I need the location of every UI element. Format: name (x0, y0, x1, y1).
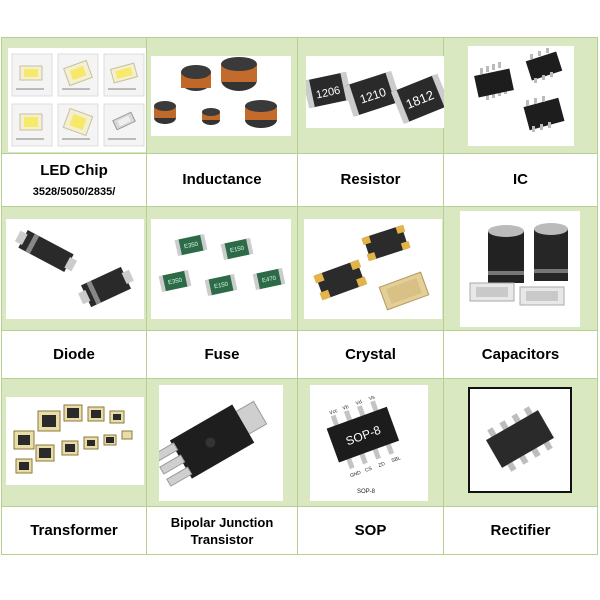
rectifier-label-cell: Rectifier (444, 507, 598, 555)
component-label: Fuse (204, 345, 240, 363)
led-chip-image-cell (2, 38, 147, 154)
component-label: Transformer (30, 521, 118, 539)
inductance-image-cell (147, 38, 298, 154)
rectifier-image-cell (444, 379, 598, 507)
sop-caption: SOP-8 (357, 489, 376, 495)
label-row: Diode Fuse Crystal Capacitors (2, 331, 598, 379)
pin-label: Vd (355, 399, 363, 407)
capacitor-icon (460, 211, 580, 327)
resistor-label-cell: Resistor (298, 154, 444, 207)
pin-label: ZD (378, 461, 387, 469)
led-chip-icon (8, 48, 146, 152)
led-chip-label-cell: LED Chip 3528/5050/2835/ (2, 154, 147, 207)
crystal-icon (304, 219, 442, 319)
fuse-marking: E150 (214, 281, 230, 290)
pin-label: Vb (342, 404, 350, 412)
inductor-icon (151, 56, 291, 136)
transformer-label-cell: Transformer (2, 507, 147, 555)
resistor-image-cell: 1206 1210 1812 (298, 38, 444, 154)
sop-label-cell: SOP (298, 507, 444, 555)
component-label: Rectifier (490, 521, 551, 539)
capacitors-image-cell (444, 207, 598, 331)
component-label: Resistor (340, 171, 401, 188)
fuse-icon: E350 E150 E350 E150 E470 (151, 219, 291, 319)
fuse-image-cell: E350 E150 E350 E150 E470 (147, 207, 298, 331)
image-row: E350 E150 E350 E150 E470 (2, 207, 598, 331)
ic-icon (468, 46, 574, 146)
resistor-icon: 1206 1210 1812 (306, 56, 444, 128)
fuse-label-cell: Fuse (147, 331, 298, 379)
fuse-marking: E470 (262, 275, 278, 284)
component-label: Crystal (345, 345, 396, 363)
transformer-image-cell (2, 379, 147, 507)
transformer-icon (6, 397, 144, 485)
component-label: Diode (53, 345, 95, 363)
fuse-marking: E350 (168, 277, 184, 286)
component-label: IC (513, 171, 528, 188)
fuse-marking: E350 (184, 241, 200, 250)
component-sublabel: 3528/5050/2835/ (32, 186, 116, 198)
sop-icon: SOP-8 Vcc Vb Vd Vs GND CS ZD SBL SOP-8 (310, 385, 428, 501)
ic-label-cell: IC (444, 154, 598, 207)
resistor-marking: 1206 (315, 85, 341, 102)
image-row: 1206 1210 1812 (2, 38, 598, 154)
capacitors-label-cell: Capacitors (444, 331, 598, 379)
fuse-marking: E150 (230, 245, 246, 254)
transistor-label-cell: Bipolar Junction Transistor (147, 507, 298, 555)
crystal-image-cell (298, 207, 444, 331)
component-label: Bipolar Junction Transistor (170, 514, 274, 547)
component-label: SOP (354, 521, 387, 539)
component-table: 1206 1210 1812 (1, 37, 598, 555)
label-row: LED Chip 3528/5050/2835/ Inductance Resi… (2, 154, 598, 207)
pin-label: Vs (368, 394, 376, 402)
pin-label: Vcc (329, 408, 339, 417)
component-label: Inductance (182, 171, 262, 188)
diode-image-cell (2, 207, 147, 331)
transistor-icon (159, 385, 283, 501)
label-row: Transformer Bipolar Junction Transistor … (2, 507, 598, 555)
rectifier-icon (468, 387, 572, 493)
component-label: Capacitors (481, 345, 560, 363)
ic-image-cell (444, 38, 598, 154)
pin-label: GND (349, 470, 362, 480)
inductance-label-cell: Inductance (147, 154, 298, 207)
pin-label: SBL (391, 455, 402, 464)
sop-image-cell: SOP-8 Vcc Vb Vd Vs GND CS ZD SBL SOP-8 (298, 379, 444, 507)
transistor-image-cell (147, 379, 298, 507)
component-label: LED Chip (40, 162, 108, 179)
diode-label-cell: Diode (2, 331, 147, 379)
crystal-label-cell: Crystal (298, 331, 444, 379)
image-row: SOP-8 Vcc Vb Vd Vs GND CS ZD SBL SOP-8 (2, 379, 598, 507)
diode-icon (6, 219, 144, 319)
pin-label: CS (364, 465, 373, 473)
